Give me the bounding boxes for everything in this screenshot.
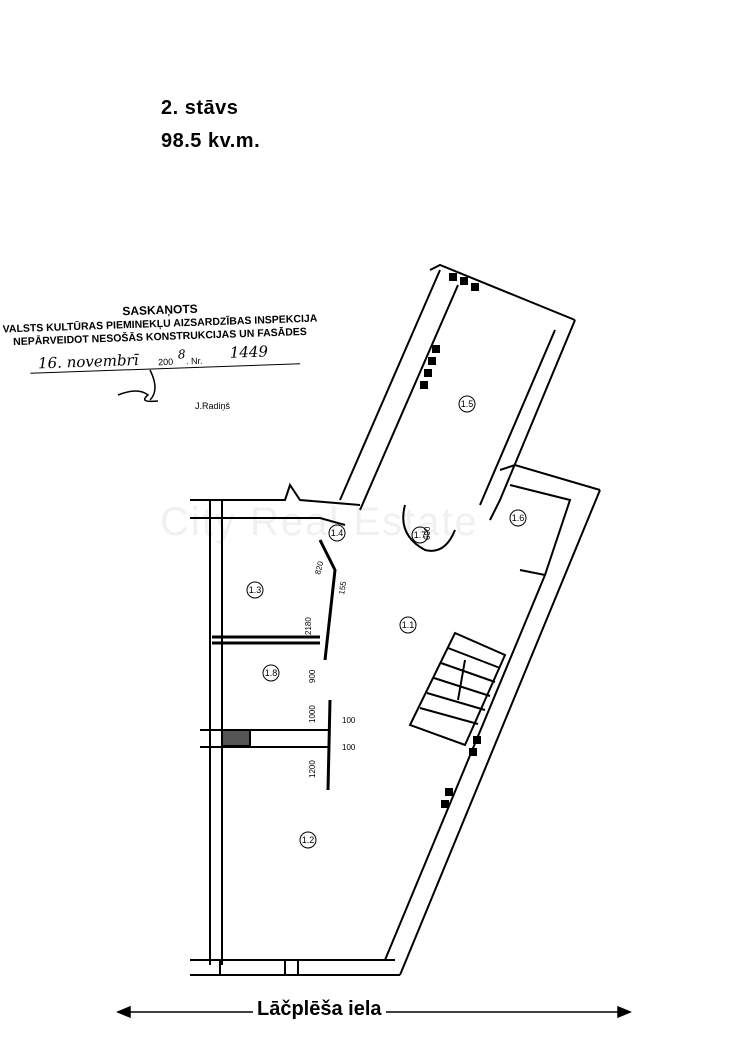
street-name: Lāčplēša iela	[253, 998, 386, 1021]
left-wall	[209, 500, 223, 965]
room-1-7	[402, 504, 456, 552]
dim-900: 900	[308, 669, 317, 683]
room-label-1-1: 1.1	[402, 620, 415, 630]
dim-2180: 2180	[304, 617, 313, 635]
watermark: City Real Estate	[160, 500, 479, 544]
top-wall	[190, 482, 361, 526]
signature	[117, 369, 159, 403]
stamp-signer: J.Radiņš	[195, 401, 231, 411]
wing-top	[429, 263, 576, 321]
dim-100-b: 100	[342, 743, 356, 752]
room-1-6-walls	[499, 463, 601, 577]
bottom-wall	[190, 959, 400, 976]
hatched-pier	[221, 729, 251, 747]
dim-155: 155	[337, 580, 348, 595]
room-label-1-8: 1.8	[265, 668, 278, 678]
window-marks	[420, 273, 481, 808]
window-bottom	[219, 960, 299, 975]
room-label-1-5: 1.5	[461, 399, 474, 409]
dim-600: 600	[423, 526, 432, 540]
room-label-1-2: 1.2	[302, 835, 315, 845]
dim-100-a: 100	[342, 716, 356, 725]
room-label-1-4: 1.4	[331, 528, 344, 538]
dim-1200: 1200	[308, 760, 317, 778]
stairs	[408, 631, 507, 747]
floor-area: 98.5 kv.m.	[161, 130, 261, 152]
partition-1-8-1-2	[200, 729, 330, 748]
dim-820: 820	[313, 560, 325, 576]
room-label-1-7: 1.7	[414, 530, 427, 540]
dim-1000: 1000	[308, 705, 317, 723]
wing-left-wall	[339, 269, 459, 511]
room-label-1-3: 1.3	[249, 585, 262, 595]
right-wall	[384, 489, 601, 976]
door-wall	[318, 539, 337, 791]
room-label-1-6: 1.6	[512, 513, 525, 523]
wing-right-wall	[479, 319, 576, 521]
floor-title: 2. stāvs	[161, 97, 239, 119]
partition-1-3-1-8	[212, 635, 320, 645]
